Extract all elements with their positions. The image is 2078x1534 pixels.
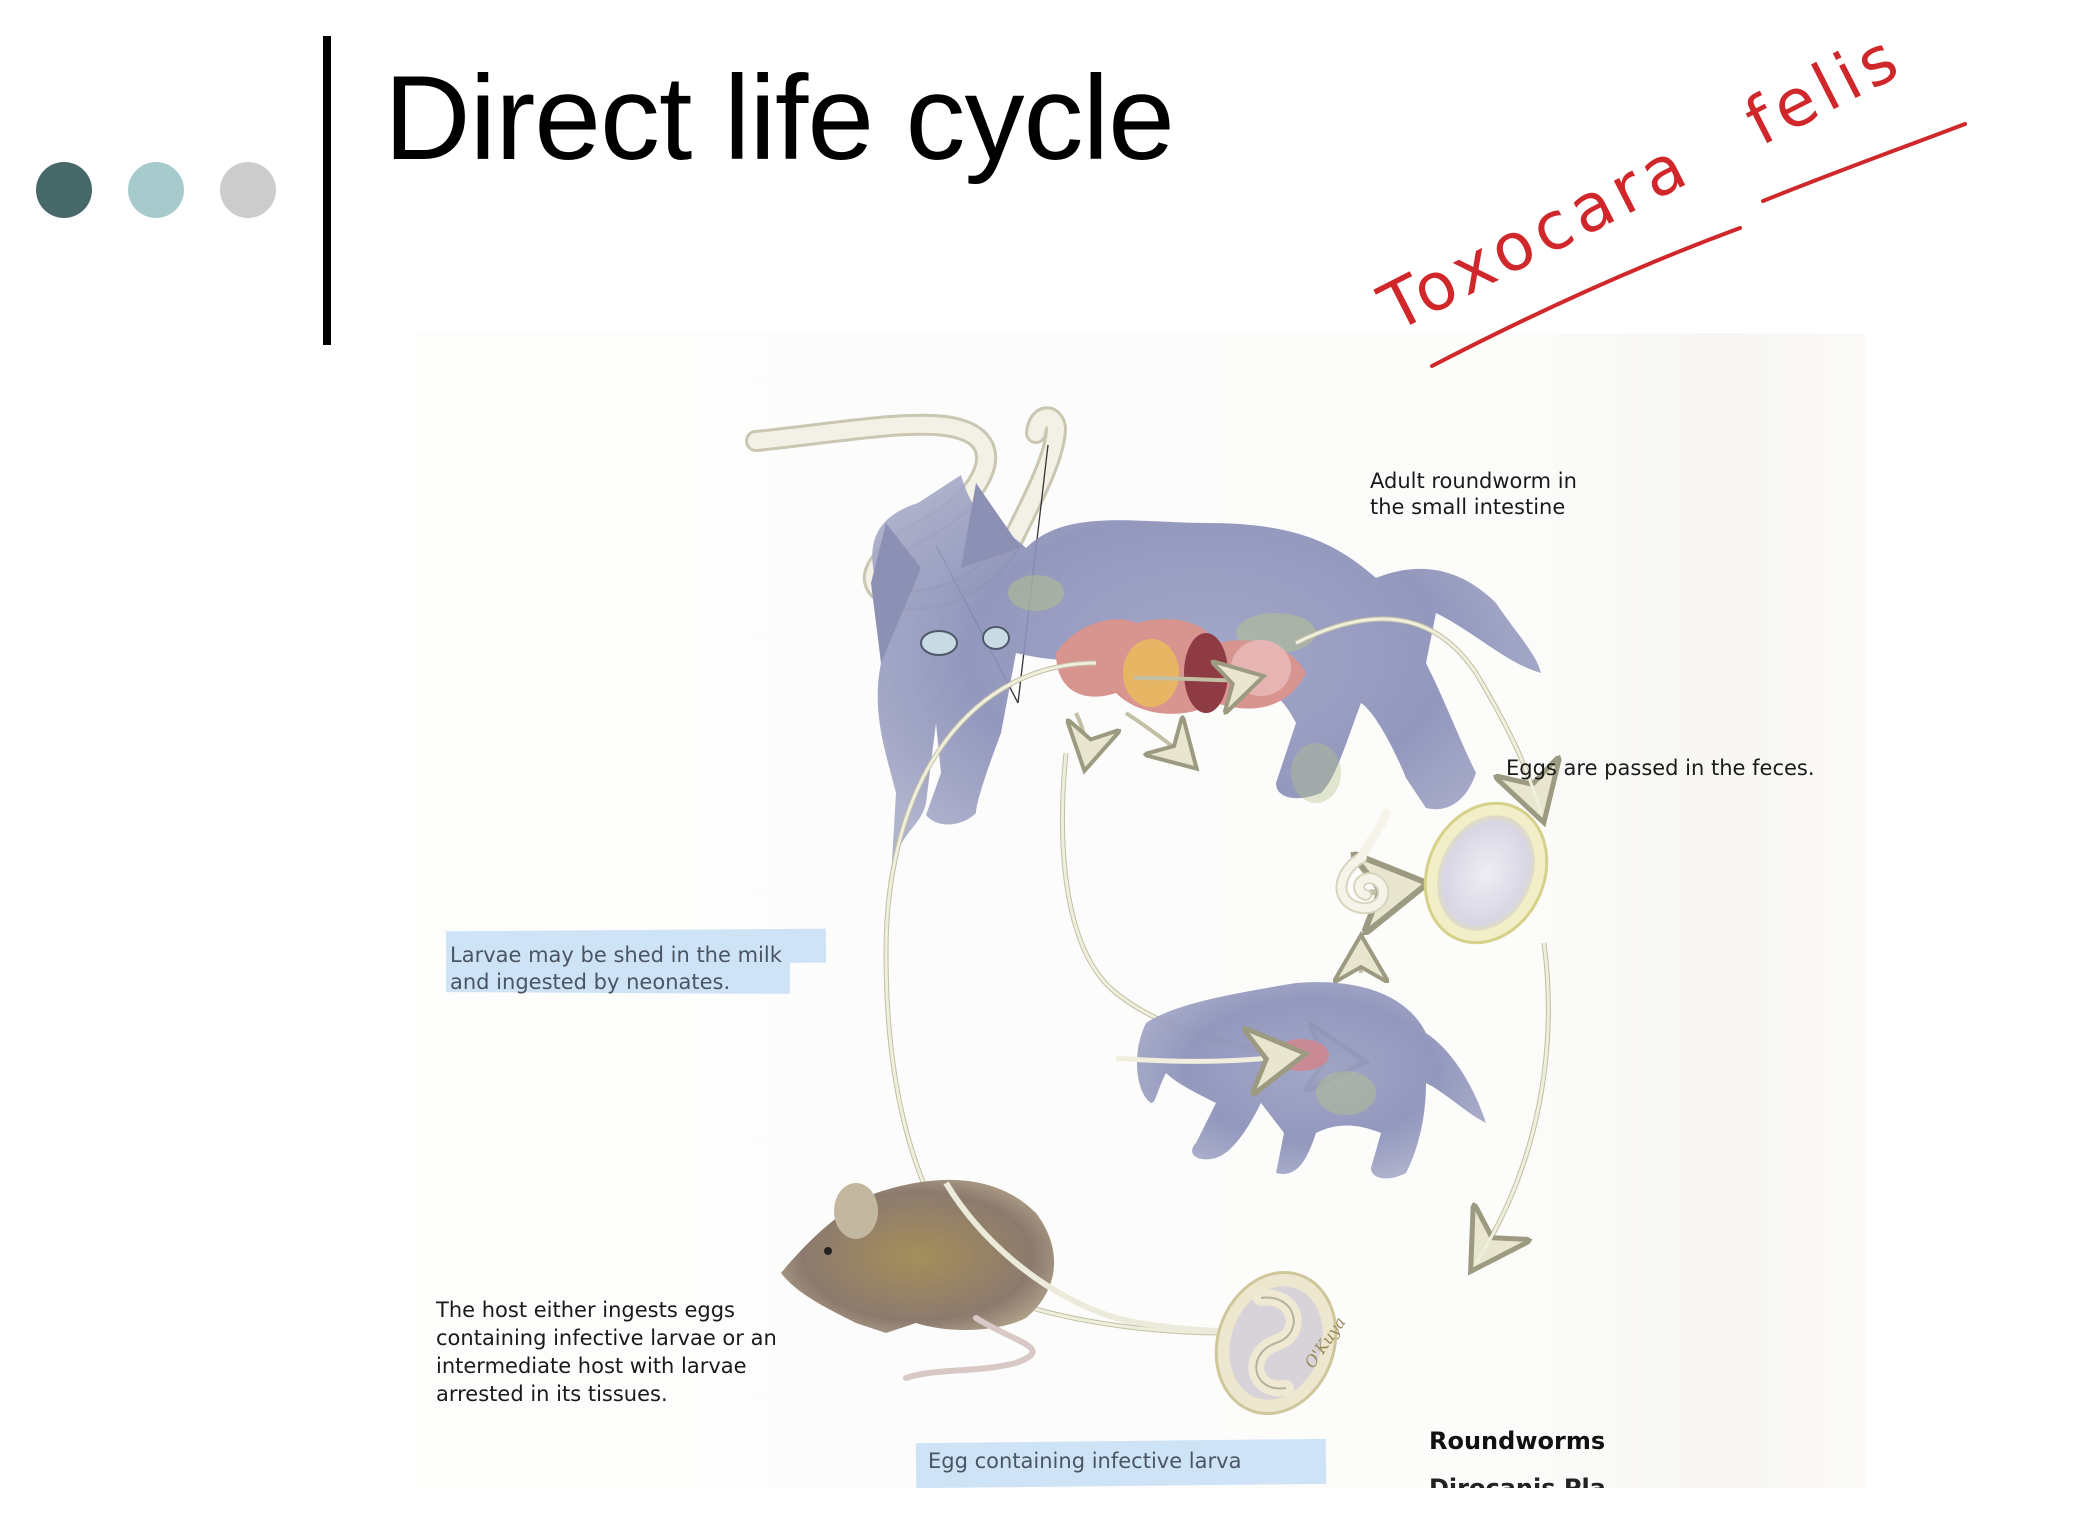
section-heading-roundworms: Roundworms [1429,1427,1606,1455]
label-line: containing infective larvae or an [436,1326,777,1350]
section-subheading-cut-off: Dirocanis Pla [1429,1474,1606,1488]
label-adult-roundworm: Adult roundworm in the small intestine [1370,468,1577,520]
label-egg-infective: Egg containing infective larva [928,1449,1242,1473]
title-divider [323,36,331,345]
underline-felis [1761,122,1967,203]
handwritten-toxocara-felis: Toxocara felis [1367,17,1915,347]
label-milk-transmission: Larvae may be shed in the milk and inges… [450,942,782,996]
larva-drawing [1335,808,1391,915]
label-eggs-passed: Eggs are passed in the feces. [1506,756,1815,780]
label-line: and ingested by neonates. [450,970,731,994]
egg-passed-drawing [1423,801,1549,945]
handwritten-word-toxocara: Toxocara [1367,125,1703,347]
label-line: The host either ingests eggs [436,1298,735,1322]
life-cycle-figure: Adult roundworm in the small intestine E… [416,333,1865,1489]
label-line: the small intestine [1370,495,1566,519]
decor-dot-grey [220,162,276,218]
decor-dot-dark [36,162,92,218]
adult-cat-drawing [871,475,1541,878]
mouse-drawing [781,1179,1227,1381]
kitten-drawing [1115,982,1486,1179]
label-line: Larvae may be shed in the milk [450,943,782,967]
slide-title: Direct life cycle [384,51,1175,185]
label-line: arrested in its tissues. [436,1382,668,1406]
label-line: Adult roundworm in [1370,469,1577,493]
decor-dot-light [128,162,184,218]
life-cycle-illustration [745,406,1865,1416]
handwritten-word-felis: felis [1733,17,1915,160]
label-host-ingestion: The host either ingests eggs containing … [436,1296,777,1408]
label-line: intermediate host with larvae [436,1354,747,1378]
egg-infective-drawing [1214,1270,1338,1416]
